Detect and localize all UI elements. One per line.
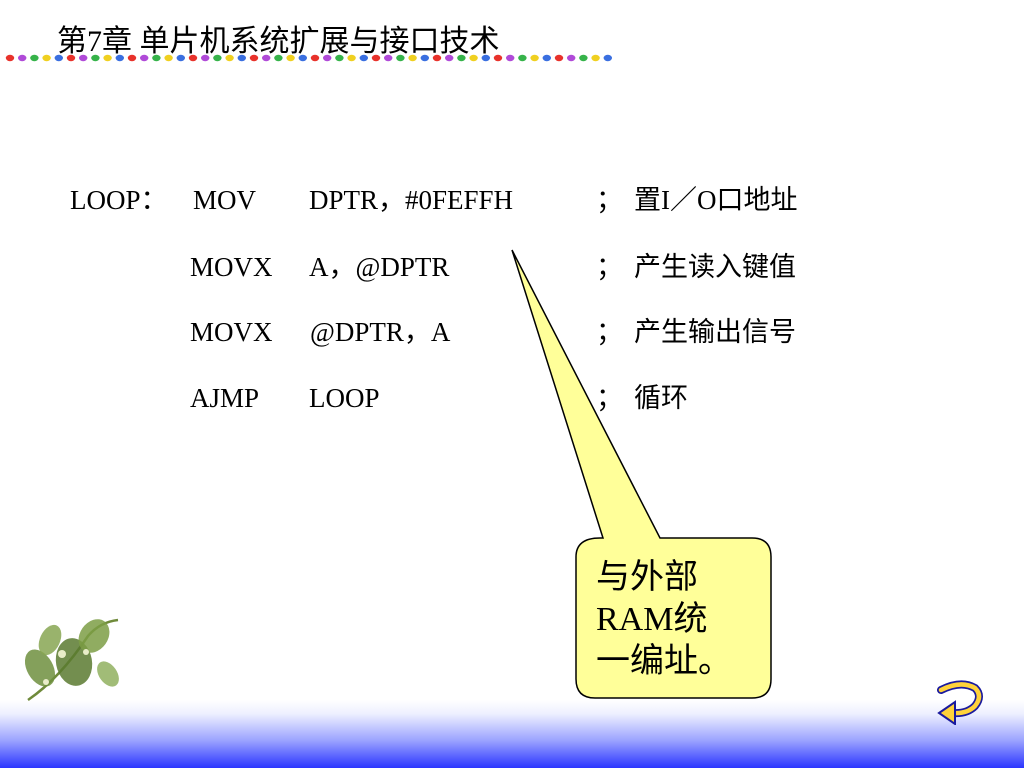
decorative-dot [5, 54, 15, 62]
decorative-dot [542, 54, 551, 62]
decorative-dot [262, 54, 271, 62]
decorative-dot [127, 54, 137, 62]
slide-title: 第7章 单片机系统扩展与接口技术 [57, 25, 500, 58]
decorative-dot [530, 54, 539, 62]
decorative-dot [18, 54, 27, 62]
decorative-dot [335, 54, 344, 62]
code-operand: DPTR，#0FEFFH [309, 185, 514, 215]
return-arrow-icon[interactable] [935, 680, 985, 726]
callout-text: 与外部 RAM统 一编址。 [596, 559, 732, 680]
code-op: MOVX [190, 252, 273, 282]
decorative-dot [152, 54, 161, 62]
decorative-dot [347, 54, 356, 62]
footer-gradient-bar [0, 700, 1024, 768]
decorative-dot [469, 54, 478, 62]
decorative-dot [274, 54, 283, 62]
decorative-dot [396, 54, 405, 62]
decorative-dot [140, 54, 149, 62]
decorative-dot [176, 54, 185, 62]
decorative-dot [91, 54, 100, 62]
decorative-dot [298, 54, 307, 62]
code-separator: ； [596, 185, 623, 215]
callout-shape [511, 249, 772, 699]
code-comment: 产生输出信号 [634, 317, 796, 347]
decorative-dot [408, 54, 417, 62]
decorative-dot [164, 54, 173, 62]
decorative-dot [420, 54, 429, 62]
decorative-dot [359, 54, 368, 62]
decorative-dot [323, 54, 332, 62]
decorative-dot [371, 54, 381, 62]
code-operand: A，@DPTR [309, 252, 450, 282]
decorative-dot [30, 54, 39, 62]
code-op: MOVX [190, 317, 273, 347]
decorative-dot [249, 54, 259, 62]
dotted-underline [5, 54, 612, 62]
decorative-dot [201, 54, 210, 62]
decorative-dot [493, 54, 503, 62]
decorative-dot [103, 54, 112, 62]
code-comment: 置I／O口地址 [634, 185, 798, 215]
decorative-dot [115, 54, 125, 62]
code-operand: @DPTR，A [310, 317, 451, 347]
decorative-dot [481, 54, 490, 62]
decorative-dot [79, 54, 88, 62]
decorative-dot [225, 54, 234, 62]
decorative-dot [188, 54, 198, 62]
decorative-dot [579, 54, 588, 62]
decorative-dot [432, 54, 442, 62]
plant-leaves-icon [24, 618, 119, 702]
code-comment: 循环 [634, 383, 688, 413]
decorative-dot [66, 54, 76, 62]
decorative-dot [54, 54, 63, 62]
decorative-dot [591, 54, 600, 62]
decorative-dot [237, 54, 246, 62]
code-op: MOV [193, 185, 257, 215]
code-operand: LOOP [309, 383, 380, 413]
decorative-dot [506, 54, 515, 62]
code-comment: 产生读入键值 [634, 252, 796, 282]
decorative-dot [42, 54, 51, 62]
code-separator: ； [596, 383, 623, 413]
code-op: AJMP [190, 383, 260, 413]
decorative-dot [445, 54, 454, 62]
decorative-dot [567, 54, 576, 62]
decorative-dot [213, 54, 222, 62]
code-label: LOOP： [70, 185, 168, 215]
decorative-dot [286, 54, 295, 62]
decorative-dot [518, 54, 527, 62]
code-separator: ； [596, 317, 623, 347]
decorative-dot [603, 54, 612, 62]
decorative-dot [457, 54, 466, 62]
code-separator: ； [596, 252, 623, 282]
decorative-dot [384, 54, 393, 62]
decorative-dot [554, 54, 564, 62]
decorative-dot [310, 54, 320, 62]
